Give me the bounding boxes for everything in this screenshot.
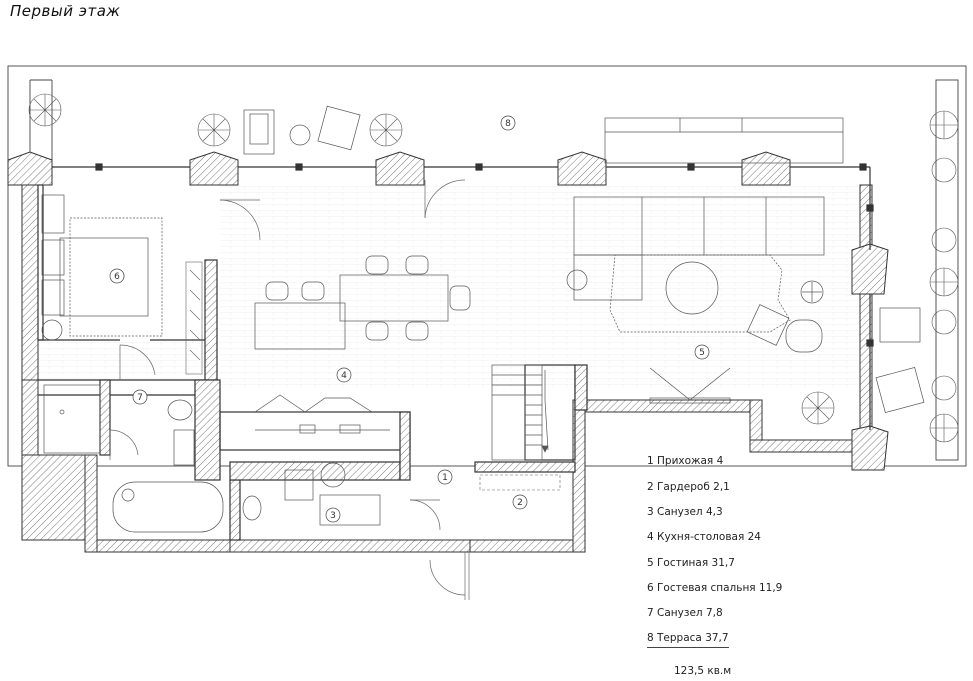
svg-text:1: 1 xyxy=(442,473,448,483)
bathroom-3-fixtures xyxy=(242,462,381,526)
legend-item: 4 Кухня-столовая 24 xyxy=(647,531,761,543)
window-line xyxy=(52,163,874,430)
floor-area xyxy=(220,185,860,390)
legend-item: 5 Гостиная 31,7 xyxy=(647,557,735,569)
legend-item: 7 Санузел 7,8 xyxy=(647,607,723,619)
svg-text:4: 4 xyxy=(341,371,347,381)
room-marker-6: 6 xyxy=(109,268,125,284)
closet-2 xyxy=(479,474,561,491)
legend-underline xyxy=(647,647,729,648)
legend-item: 3 Санузел 4,3 xyxy=(647,506,723,518)
doors xyxy=(109,179,470,600)
room-marker-3: 3 xyxy=(325,507,341,523)
interior-walls xyxy=(37,184,588,541)
bedroom-furniture xyxy=(41,194,163,341)
living-room-furniture xyxy=(566,196,825,404)
staircase xyxy=(491,364,549,461)
legend-item: 1 Прихожая 4 xyxy=(647,455,724,467)
svg-text:5: 5 xyxy=(699,348,705,358)
plants xyxy=(28,93,959,443)
dining-chairs xyxy=(265,255,471,341)
plan-title: Первый этаж xyxy=(10,2,121,20)
bathroom-7-fixtures xyxy=(43,384,224,533)
room-marker-1: 1 xyxy=(437,469,453,485)
kitchen-furniture xyxy=(254,274,449,434)
exterior-walls xyxy=(21,184,873,553)
facade-pillars xyxy=(7,151,889,471)
svg-text:7: 7 xyxy=(137,393,143,403)
svg-text:2: 2 xyxy=(517,498,523,508)
legend-item: 8 Терраса 37,7 xyxy=(647,632,729,644)
room-marker-5: 5 xyxy=(694,344,710,360)
svg-text:6: 6 xyxy=(114,272,120,282)
wardrobe xyxy=(185,261,203,375)
room-marker-8: 8 xyxy=(500,115,516,131)
svg-text:8: 8 xyxy=(505,119,511,129)
room-marker-2: 2 xyxy=(512,494,528,510)
room-marker-7: 7 xyxy=(132,389,148,405)
terrace-furniture xyxy=(243,105,925,413)
total-area: 123,5 кв.м xyxy=(674,665,732,677)
legend-item: 2 Гардероб 2,1 xyxy=(647,481,730,493)
room-markers: 1 2 3 4 5 6 7 8 xyxy=(109,115,710,523)
legend-item: 6 Гостевая спальня 11,9 xyxy=(647,582,783,594)
room-marker-4: 4 xyxy=(336,367,352,383)
svg-text:3: 3 xyxy=(330,511,336,521)
